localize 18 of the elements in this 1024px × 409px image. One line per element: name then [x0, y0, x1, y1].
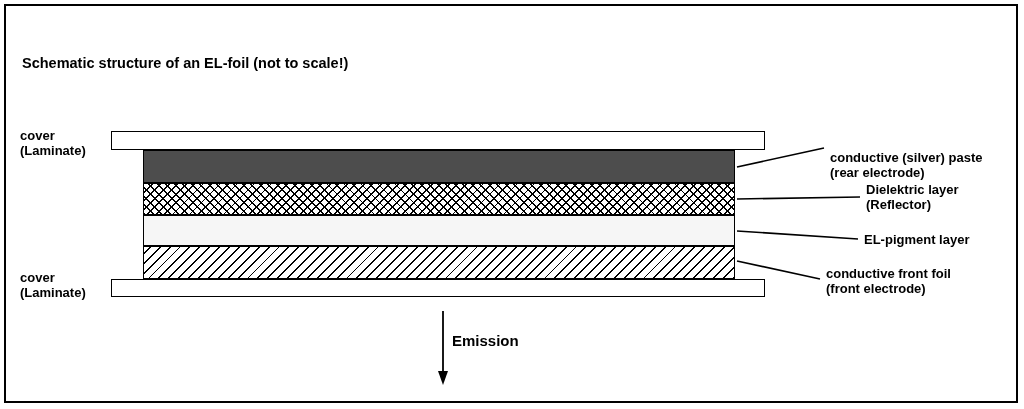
electrode-layer [143, 150, 735, 183]
layer-label: cover (Laminate) [20, 270, 87, 300]
layer-label: cover (Laminate) [20, 128, 87, 158]
foil-layer [143, 246, 735, 279]
diagram-title: Schematic structure of an EL-foil (not to scale!) [22, 55, 349, 71]
leader-line [736, 147, 825, 168]
leader-line [736, 196, 861, 200]
layer-label: EL-pigment layer [864, 232, 1004, 247]
layer-label: Dielektric layer (Reflector) [866, 182, 991, 212]
leader-line [736, 230, 859, 240]
direction-label: Emission [452, 332, 520, 350]
cover-layer [111, 279, 765, 297]
layer-label: conductive (silver) paste (rear electrode) [830, 150, 1002, 180]
layer-label: conductive front foil (front electrode) [826, 266, 968, 296]
cover-layer [111, 131, 765, 150]
leader-line [736, 260, 821, 280]
dielectric-layer [143, 183, 735, 215]
pigment-layer [143, 215, 735, 246]
